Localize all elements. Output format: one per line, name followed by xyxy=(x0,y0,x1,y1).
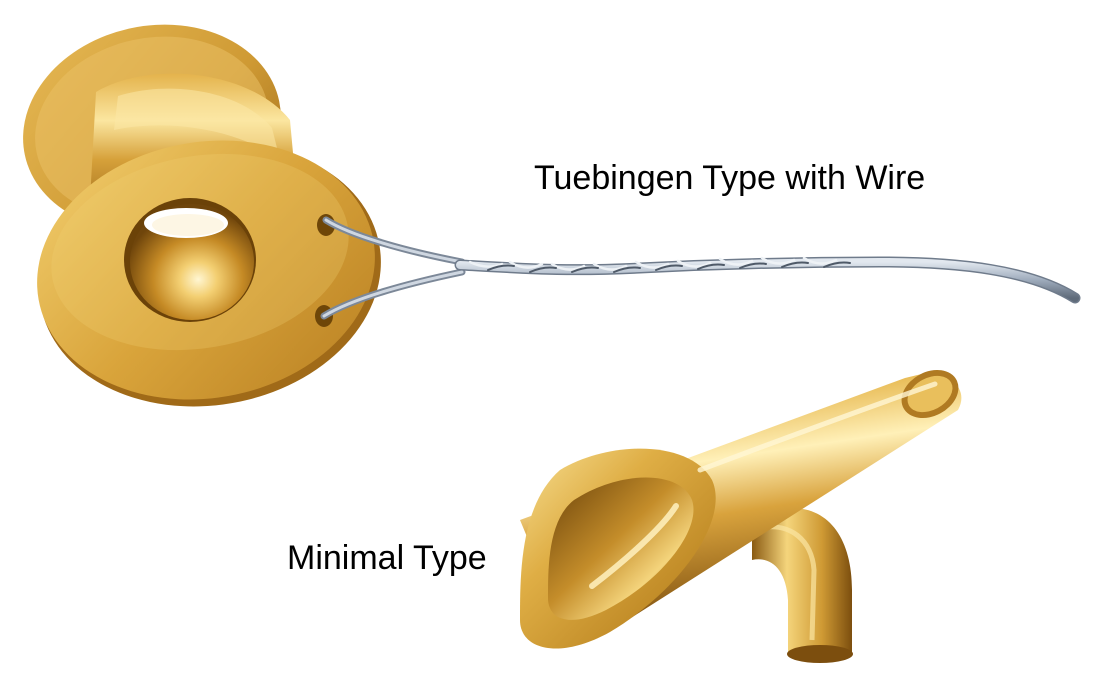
minimal-type-grommet-icon xyxy=(520,370,962,663)
twisted-wire-icon xyxy=(320,216,1081,320)
minimal-type-label: Minimal Type xyxy=(287,539,487,577)
tuebingen-grommet-icon xyxy=(23,24,381,407)
tuebingen-type-label: Tuebingen Type with Wire xyxy=(534,159,926,197)
